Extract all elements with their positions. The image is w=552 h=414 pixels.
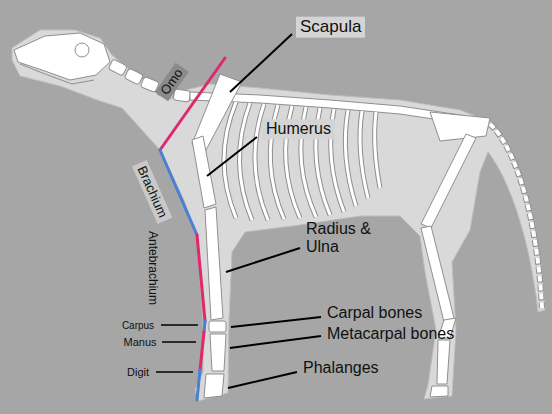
region-label: Antebrachium bbox=[145, 230, 158, 306]
path-shape bbox=[224, 102, 236, 218]
region-label: Digit bbox=[126, 366, 150, 378]
radius-ulna bbox=[205, 207, 223, 320]
bone-label: Carpal bones bbox=[326, 304, 423, 322]
digit-line bbox=[197, 370, 200, 400]
ribs bbox=[224, 102, 380, 220]
jaw bbox=[20, 64, 94, 84]
skull bbox=[14, 33, 110, 80]
brachium-line bbox=[160, 150, 197, 235]
digit-leader bbox=[156, 371, 193, 373]
rect-shape bbox=[173, 89, 190, 102]
region-label: Omo bbox=[155, 63, 189, 102]
path-shape bbox=[360, 111, 368, 198]
bone-label: Scapula bbox=[296, 17, 365, 38]
manus-leader bbox=[162, 341, 196, 343]
tail-fill bbox=[490, 124, 542, 308]
scapula-leader bbox=[230, 34, 292, 92]
path-shape bbox=[375, 112, 380, 188]
rect-shape bbox=[124, 68, 143, 85]
carpal-leader bbox=[231, 317, 321, 327]
rect-shape bbox=[108, 59, 127, 76]
metacarpal-leader bbox=[230, 336, 321, 348]
pelvis bbox=[430, 112, 490, 141]
region-label: Brachium bbox=[132, 160, 172, 224]
cervical-vertebrae bbox=[108, 59, 190, 102]
radius-leader bbox=[226, 248, 300, 272]
skeleton bbox=[14, 33, 542, 398]
femur bbox=[421, 134, 476, 228]
phalanges-leader bbox=[228, 372, 297, 388]
path-shape bbox=[224, 102, 236, 218]
bone-label: Humerus bbox=[262, 119, 335, 139]
metatarsal-bones bbox=[437, 340, 450, 384]
path-shape bbox=[239, 103, 252, 220]
phalanges bbox=[204, 374, 224, 398]
dog-silhouette bbox=[12, 30, 545, 401]
path-shape bbox=[12, 30, 545, 401]
path-shape bbox=[345, 110, 356, 206]
antebrachium-line bbox=[197, 235, 205, 321]
metacarpal-bones bbox=[210, 334, 226, 371]
path-shape bbox=[345, 110, 356, 206]
bone-label: Phalanges bbox=[302, 359, 380, 377]
bone-label: Radius & Ulna bbox=[305, 220, 381, 255]
path-shape bbox=[375, 112, 380, 188]
humerus-leader bbox=[207, 137, 257, 176]
bone-label: Metacarpal bones bbox=[326, 325, 455, 343]
tibia bbox=[421, 226, 454, 322]
path-shape bbox=[360, 111, 368, 198]
tail bbox=[490, 124, 542, 308]
hind-phalanges bbox=[430, 386, 448, 397]
ribs-fill bbox=[224, 102, 380, 220]
region-lines bbox=[160, 58, 225, 400]
eye-socket bbox=[75, 43, 89, 57]
leader-lines bbox=[156, 34, 321, 388]
region-label: Manus bbox=[122, 336, 157, 348]
carpal-bones bbox=[209, 321, 226, 332]
path-shape bbox=[239, 103, 252, 220]
carpus-line bbox=[204, 321, 205, 332]
manus-line bbox=[200, 332, 204, 370]
carpus-leader bbox=[161, 324, 198, 326]
region-label: Carpus bbox=[121, 320, 155, 331]
